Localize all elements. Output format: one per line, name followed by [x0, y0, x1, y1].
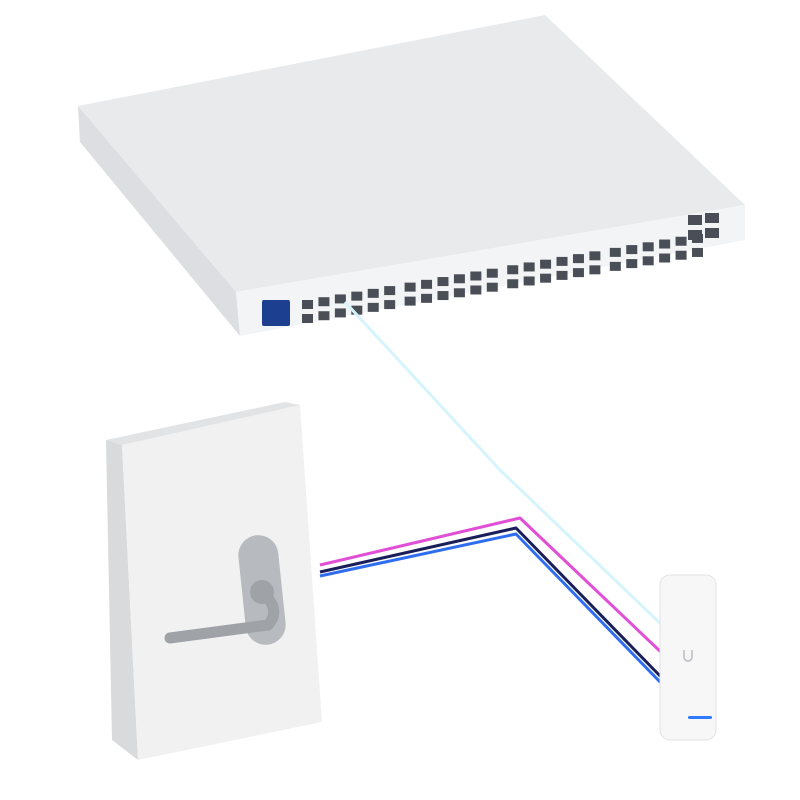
- switch-top-face: [78, 15, 745, 292]
- network-switch: [78, 15, 745, 336]
- rj45-port: [302, 314, 313, 323]
- rj45-port: [642, 242, 654, 252]
- rj45-port: [609, 261, 621, 271]
- rj45-port: [589, 251, 601, 261]
- rj45-port: [556, 270, 568, 280]
- rj45-port: [470, 285, 482, 295]
- rj45-port: [318, 311, 330, 321]
- rj45-port: [351, 305, 363, 315]
- rj45-port: [384, 286, 396, 296]
- rj45-port: [523, 276, 535, 286]
- rj45-port: [351, 291, 363, 301]
- cable-pink: [319, 516, 666, 657]
- ubiquiti-u-icon: [683, 650, 693, 662]
- rj45-port: [540, 273, 552, 283]
- rj45-port: [334, 294, 346, 304]
- rj45-port: [540, 259, 552, 269]
- rj45-port: [334, 308, 346, 318]
- cables: [319, 300, 666, 688]
- rj45-port: [589, 265, 601, 275]
- door-panel: [106, 402, 322, 760]
- rj45-port: [404, 282, 416, 292]
- rj45-port: [367, 302, 379, 312]
- rj45-port: [486, 282, 498, 292]
- door-front-face: [122, 405, 322, 760]
- sfp-port: [688, 230, 702, 240]
- rj45-port: [302, 300, 313, 309]
- rj45-port: [507, 279, 519, 289]
- door-handle-icon: [164, 535, 286, 645]
- network-cable: [343, 300, 664, 627]
- rj45-port: [523, 262, 535, 272]
- sfp-port: [688, 215, 702, 225]
- rj45-port: [572, 254, 584, 264]
- rj45-port: [626, 245, 638, 255]
- rj45-port: [486, 268, 498, 278]
- door-top-face: [106, 402, 300, 445]
- rj45-port: [572, 268, 584, 278]
- rj45-port: [453, 288, 465, 298]
- rj45-port: [404, 296, 416, 306]
- rj45-port: [675, 236, 687, 246]
- rj45-port: [626, 259, 638, 269]
- switch-logo-badge: [262, 300, 290, 326]
- reader-led: [688, 716, 712, 719]
- sfp-port: [705, 213, 719, 223]
- rj45-port: [318, 297, 330, 307]
- sfp-port: [705, 228, 719, 238]
- rj45-port: [384, 300, 396, 310]
- rj45-port: [692, 247, 703, 257]
- rj45-port: [437, 291, 449, 301]
- rj45-port: [642, 256, 654, 266]
- rj45-port: [453, 274, 465, 284]
- rj45-port: [675, 250, 687, 260]
- cable-blue: [319, 532, 666, 688]
- rj45-port: [470, 271, 482, 281]
- rj45-port: [367, 288, 379, 298]
- rj45-port: [659, 239, 671, 249]
- rj45-port: [437, 277, 449, 287]
- rj45-port: [421, 279, 433, 289]
- rj45-port: [659, 253, 671, 263]
- rj45-port: [507, 265, 519, 275]
- rj45-port: [421, 293, 433, 303]
- reader-body: [659, 574, 717, 741]
- switch-side-face: [78, 106, 240, 336]
- cable-navy: [319, 526, 666, 682]
- switch-ports: [302, 213, 719, 323]
- access-reader: [659, 574, 717, 741]
- rj45-port: [609, 247, 621, 257]
- door-side-face: [106, 440, 138, 760]
- rj45-port: [556, 256, 568, 266]
